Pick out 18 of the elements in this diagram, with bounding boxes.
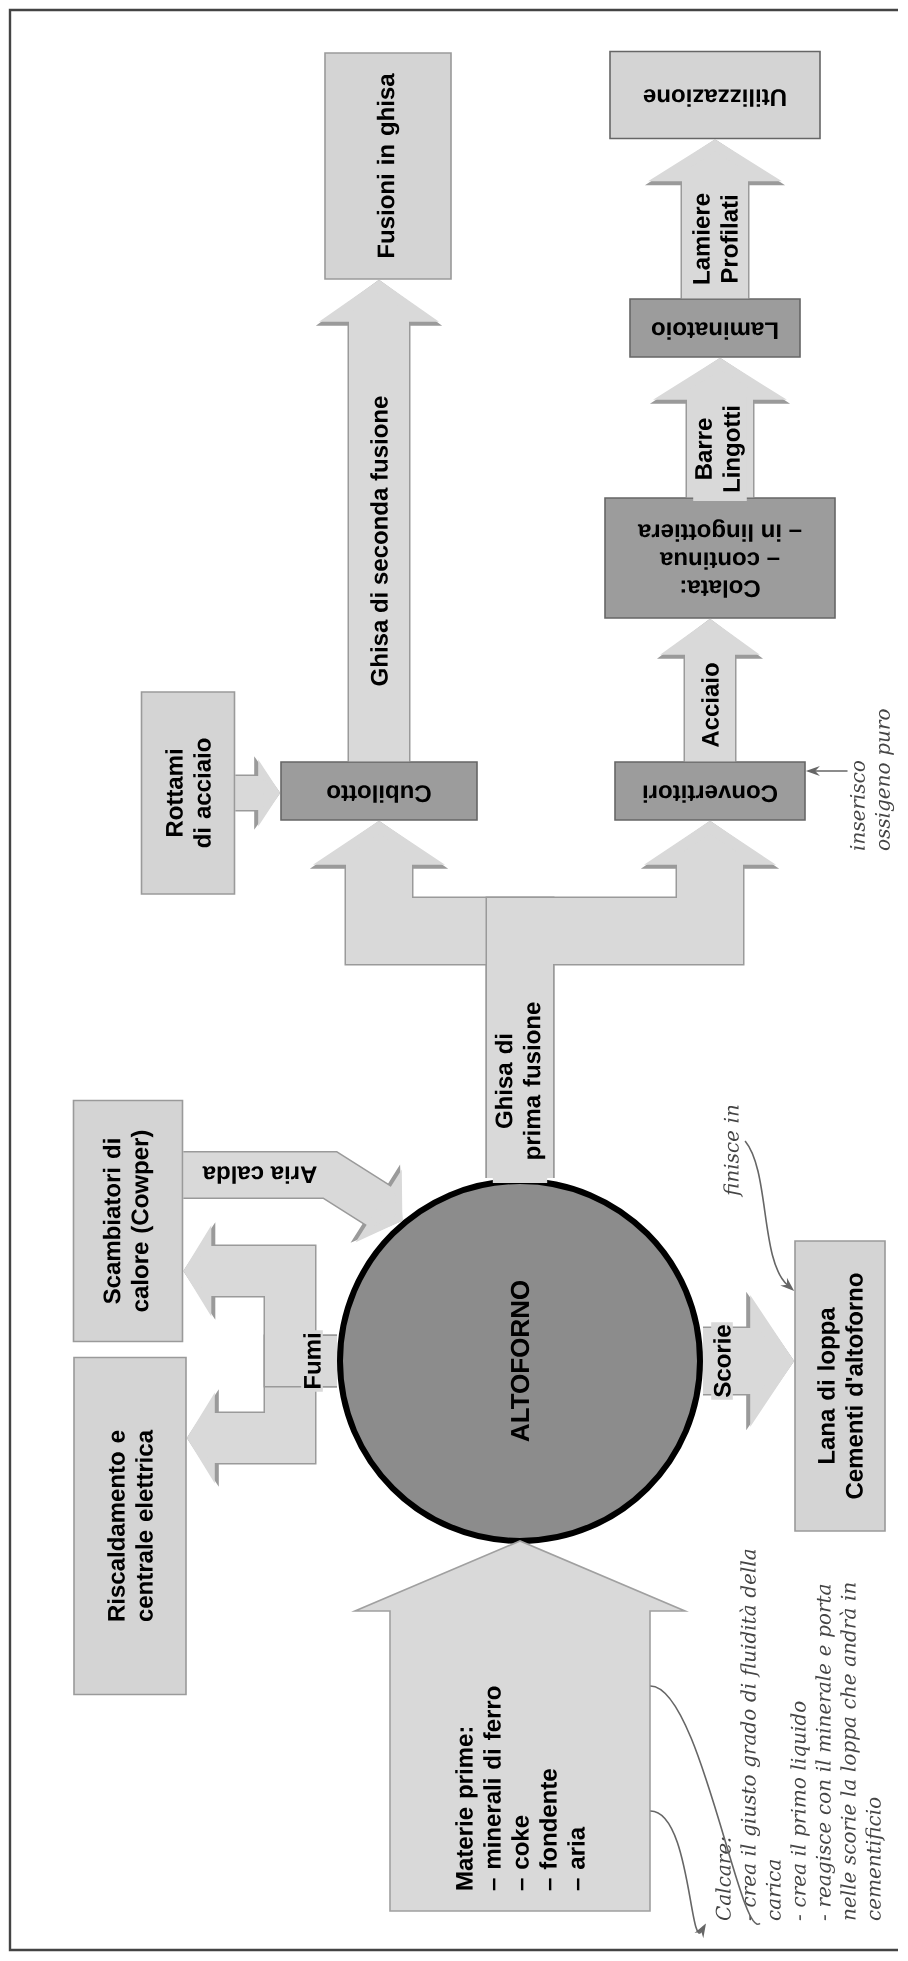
process-box: Cubilotto [280, 761, 478, 821]
handwritten-note: finisce in [723, 1105, 743, 1198]
process-box: Utilizzazione [609, 50, 821, 140]
edge-label: Ghisa di seconda fusione [368, 393, 390, 689]
process-box: Fusioni in ghisa [324, 52, 452, 280]
process-box: Colata: – continua – in lingottiera [604, 497, 836, 619]
edge-label: Ghisa di prima fusione [492, 979, 548, 1183]
edge-label: Aria calda [200, 1164, 320, 1186]
edge-label: Fumi [301, 1330, 323, 1392]
leader-line [649, 1685, 761, 1925]
process-box: Lana di loppa Cementi d'altoforno [794, 1240, 886, 1532]
process-box: Rottami di acciaio [140, 691, 236, 895]
process-box: Riscaldamento e centrale elettrica [73, 1356, 187, 1696]
process-box: Convertitori [614, 761, 806, 821]
edge-label: Acciaio [699, 660, 721, 750]
process-box: Scambiatori di calore (Cowper) [72, 1099, 184, 1343]
handwritten-note: inserisco ossigeno puro [849, 709, 895, 851]
process-box: Laminatoio [629, 298, 801, 358]
